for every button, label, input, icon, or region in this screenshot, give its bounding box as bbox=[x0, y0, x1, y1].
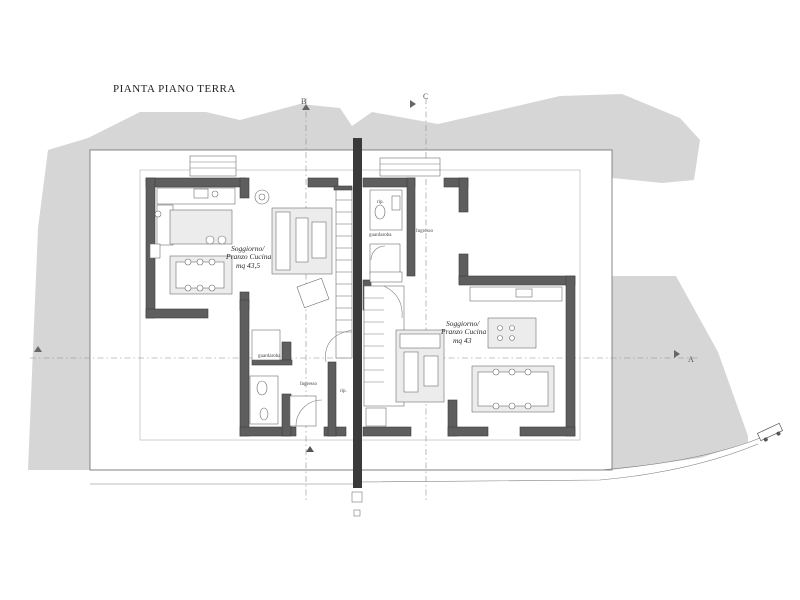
right-storage-label: rip. bbox=[377, 200, 384, 205]
right-kitchen bbox=[469, 286, 563, 349]
left-storage-label: rip. bbox=[340, 389, 347, 394]
left-living-name-1: Soggiorno/ bbox=[231, 244, 265, 253]
access-path-marker bbox=[351, 491, 363, 503]
section-label-c: C bbox=[423, 92, 428, 101]
right-service-area bbox=[369, 189, 403, 283]
left-sofa bbox=[254, 189, 333, 309]
entrance-arrow-left bbox=[306, 446, 314, 452]
right-unit-walls bbox=[362, 177, 576, 437]
right-living-name-2: Pranzo Cucina bbox=[440, 327, 486, 336]
section-arrow-c bbox=[410, 100, 416, 108]
left-living-name-2: Pranzo Cucina bbox=[225, 252, 271, 261]
section-arrow-a-right bbox=[674, 350, 680, 358]
car-icon bbox=[756, 422, 784, 442]
right-entrance-label: Ingresso bbox=[416, 229, 433, 234]
right-dining-table bbox=[471, 365, 555, 413]
section-label-a: A bbox=[688, 355, 694, 364]
terrain-slope-right bbox=[612, 276, 748, 470]
left-entry-steps bbox=[189, 155, 237, 177]
garden-curve-inner bbox=[359, 443, 759, 483]
right-living-area: mq 43 bbox=[453, 336, 472, 345]
right-living-name-1: Soggiorno/ bbox=[446, 319, 480, 328]
left-entrance-label: Ingresso bbox=[300, 382, 317, 387]
left-wardrobe-label: guardaroba bbox=[258, 354, 281, 359]
party-wall bbox=[353, 138, 362, 488]
garden-curve bbox=[90, 437, 761, 471]
left-living-area: mq 43,5 bbox=[236, 261, 260, 270]
left-stairs bbox=[325, 185, 353, 363]
section-label-b: B bbox=[301, 97, 306, 106]
left-kitchen bbox=[149, 187, 236, 259]
right-sofa bbox=[395, 329, 445, 403]
section-arrow-a-left bbox=[34, 346, 42, 352]
right-wardrobe-label: guardaroba bbox=[369, 233, 392, 238]
section-arrow-b bbox=[302, 104, 310, 110]
access-path-marker-2 bbox=[353, 509, 361, 517]
left-dining-table bbox=[169, 255, 233, 295]
left-service-area bbox=[249, 329, 323, 427]
plan-title: PIANTA PIANO TERRA bbox=[113, 83, 236, 95]
right-entry-steps bbox=[379, 157, 441, 177]
